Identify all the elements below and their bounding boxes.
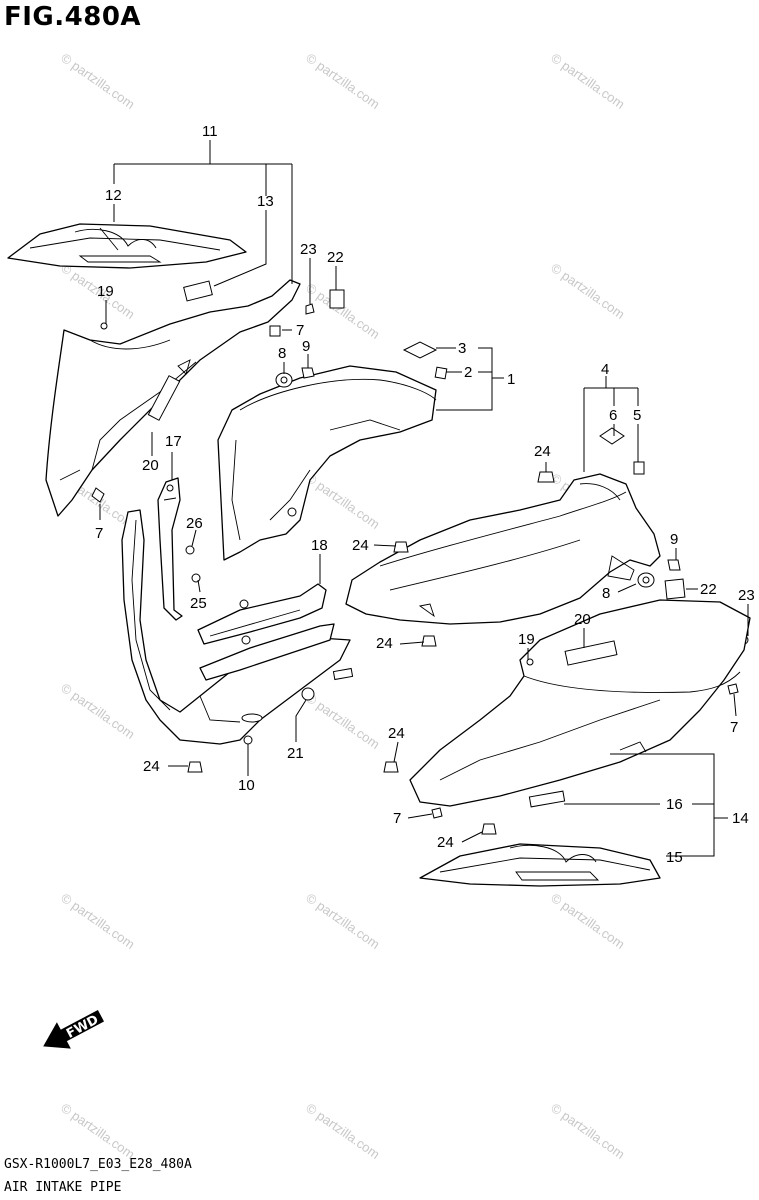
part-right-side-cowl[interactable]: [409, 599, 751, 819]
part-lower-left-cowl[interactable]: [121, 509, 351, 745]
watermark-text: © partzilla.com: [548, 50, 627, 112]
callout-12: 12: [105, 187, 122, 204]
callout-20: 20: [142, 457, 159, 474]
part-left-side-cowl[interactable]: [45, 279, 301, 517]
callout-26: 26: [186, 515, 203, 532]
callout-2: 2: [464, 364, 472, 381]
callout-24: 24: [388, 725, 405, 742]
callout-labels: 11 12 13 23 22 19 7 8 9 3 2 1 4 6 5 24 1…: [95, 123, 755, 866]
callout-19: 19: [518, 631, 535, 648]
watermark-text: © partzilla.com: [58, 1100, 137, 1162]
callout-6: 6: [609, 407, 617, 424]
part-bracket-18[interactable]: [197, 583, 335, 681]
watermark-text: © partzilla.com: [303, 690, 382, 752]
model-code: GSX-R1000L7_E03_E28_480A: [4, 1157, 192, 1172]
callout-23: 23: [738, 587, 755, 604]
watermark-text: © partzilla.com: [58, 890, 137, 952]
callout-17: 17: [165, 433, 182, 450]
callout-22: 22: [327, 249, 344, 266]
callout-7: 7: [95, 525, 103, 542]
watermark-text: © partzilla.com: [58, 680, 137, 742]
callout-20: 20: [574, 611, 591, 628]
callout-7: 7: [730, 719, 738, 736]
forward-direction-arrow: FWD: [43, 1009, 105, 1049]
callout-7: 7: [296, 322, 304, 339]
figure-title: FIG.480A: [4, 2, 142, 32]
callout-4: 4: [601, 361, 609, 378]
callout-10: 10: [238, 777, 255, 794]
part-air-intake-pipe-right[interactable]: [345, 427, 661, 625]
callout-16: 16: [666, 796, 683, 813]
watermark-text: © partzilla.com: [548, 260, 627, 322]
callout-24: 24: [437, 834, 454, 851]
callout-9: 9: [670, 531, 678, 548]
fwd-label: FWD: [64, 1012, 101, 1041]
part-grommet-screw-left[interactable]: [275, 367, 315, 388]
callout-1: 1: [507, 371, 515, 388]
part-decal-lower-right[interactable]: [419, 843, 661, 887]
part-pads-2-3[interactable]: [305, 289, 448, 380]
callout-24: 24: [534, 443, 551, 460]
section-name: AIR INTAKE PIPE: [4, 1180, 122, 1195]
watermark-text: © partzilla.com: [58, 50, 137, 112]
part-bracket-17[interactable]: [157, 477, 201, 621]
callout-18: 18: [311, 537, 328, 554]
callout-14: 14: [732, 810, 749, 827]
callout-3: 3: [458, 340, 466, 357]
callout-9: 9: [302, 338, 310, 355]
leader-lines: [99, 140, 749, 857]
callout-25: 25: [190, 595, 207, 612]
watermark-text: © partzilla.com: [303, 50, 382, 112]
watermark-text: © partzilla.com: [548, 890, 627, 952]
part-decal-upper-left[interactable]: [7, 223, 247, 302]
callout-15: 15: [666, 849, 683, 866]
watermark-text: © partzilla.com: [548, 1100, 627, 1162]
callout-21: 21: [287, 745, 304, 762]
callout-24: 24: [352, 537, 369, 554]
watermark-text: © partzilla.com: [303, 280, 382, 342]
part-clips-24[interactable]: [100, 322, 555, 835]
callout-5: 5: [633, 407, 641, 424]
callout-23: 23: [300, 241, 317, 258]
callout-8: 8: [602, 585, 610, 602]
callout-24: 24: [376, 635, 393, 652]
callout-13: 13: [257, 193, 274, 210]
callout-22: 22: [700, 581, 717, 598]
part-grommet-screw-right[interactable]: [637, 559, 749, 645]
callout-11: 11: [202, 123, 218, 140]
callout-19: 19: [97, 283, 114, 300]
callout-24: 24: [143, 758, 160, 775]
callout-8: 8: [278, 345, 286, 362]
watermark-text: © partzilla.com: [303, 470, 382, 532]
part-air-intake-pipe-left[interactable]: [217, 365, 437, 561]
watermark-text: © partzilla.com: [303, 890, 382, 952]
watermark-text: © partzilla.com: [303, 1100, 382, 1162]
callout-7: 7: [393, 810, 401, 827]
